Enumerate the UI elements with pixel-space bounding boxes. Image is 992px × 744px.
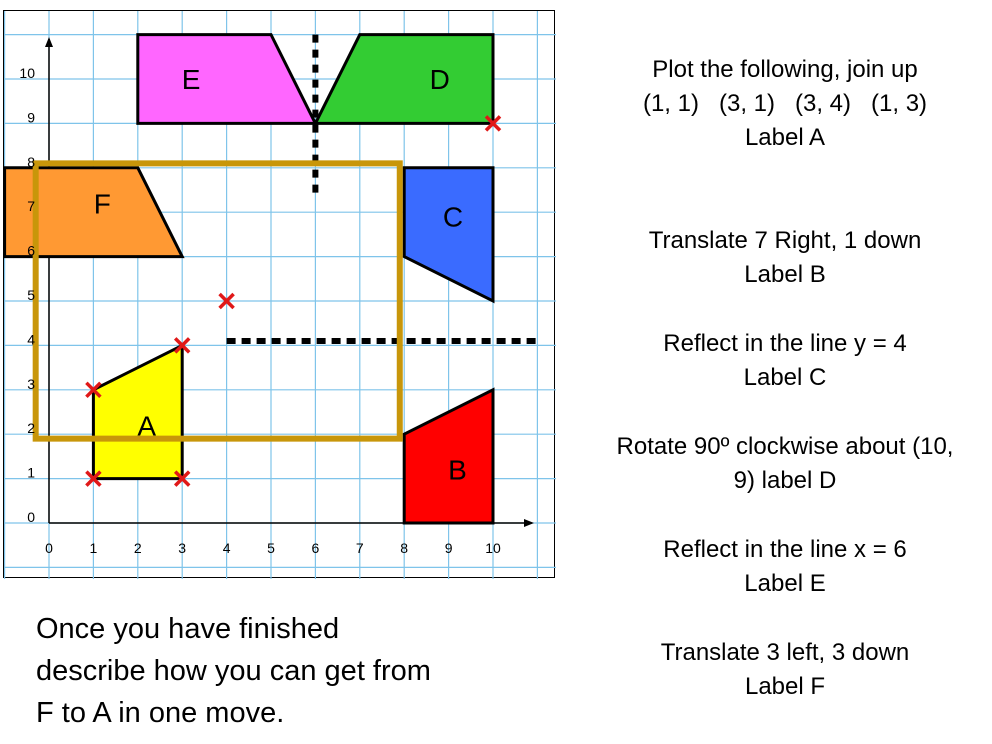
plot-cross-stroke (218, 292, 235, 310)
shape-label-a: A (137, 410, 156, 441)
instruction-a-line-2: (1, 1) (3, 1) (3, 4) (1, 3) (642, 90, 928, 117)
instruction-label-f: Translate 3 left, 3 down Label F (575, 636, 992, 704)
x-tick-label: 4 (223, 540, 231, 556)
shape-label-f: F (94, 188, 111, 219)
instruction-a-line-1: Plot the following, join up (652, 56, 918, 83)
plot-cross (218, 292, 235, 310)
instruction-label-a: Plot the following, join up (1, 1) (3, 1… (575, 53, 992, 155)
y-tick-label: 2 (27, 420, 35, 436)
y-tick-label: 3 (27, 376, 35, 392)
shape-label-e: E (182, 64, 201, 95)
y-tick-label: 4 (27, 331, 35, 347)
instruction-d-line-1: Rotate 90º clockwise about (10, (616, 433, 954, 460)
x-tick-label: 1 (90, 540, 98, 556)
tick-labels: 0 1 2 3 4 5 6 7 8 9 10 0 1 2 3 4 5 6 7 8 9 10 (19, 65, 501, 556)
plot-crosses (85, 115, 502, 487)
highlight-frame (32, 160, 403, 442)
x-tick-label: 9 (445, 540, 453, 556)
shape-f (4, 166, 185, 259)
plot-cross (85, 470, 102, 487)
x-tick-label: 10 (485, 540, 501, 556)
y-tick-label: 7 (27, 198, 35, 214)
instruction-c-line-1: Reflect in the line y = 4 (663, 330, 907, 357)
instruction-label-d: Rotate 90º clockwise about (10, 9) label… (575, 430, 992, 498)
y-tick-label: 0 (27, 509, 35, 525)
shape-label-c: C (443, 202, 463, 233)
plot-cross-stroke (484, 115, 502, 132)
x-tick-label: 5 (267, 540, 275, 556)
instruction-label-c: Reflect in the line y = 4 Label C (575, 327, 992, 395)
instruction-a-line-3: Label A (744, 124, 826, 151)
instruction-label-e: Reflect in the line x = 6 Label E (575, 533, 992, 601)
shape-d (312, 33, 495, 125)
x-tick-label: 8 (400, 540, 408, 556)
plot-cross (484, 115, 502, 132)
shape-b (402, 387, 495, 525)
plot-cross-stroke (173, 337, 191, 354)
x-tick-label: 2 (134, 540, 142, 556)
shape-c (402, 166, 495, 304)
bottom-question-line-3: F to A in one move. (36, 697, 285, 729)
instruction-b-line-1: Translate 7 Right, 1 down (648, 227, 922, 254)
instruction-c-line-2: Label C (743, 364, 827, 391)
instruction-label-b: Translate 7 Right, 1 down Label B (575, 224, 992, 292)
y-tick-label: 5 (27, 287, 35, 303)
y-tick-label: 1 (27, 465, 35, 481)
bottom-question: Once you have finished describe how you … (36, 608, 556, 734)
plot-cross (173, 470, 191, 487)
y-tick-label: 9 (27, 109, 35, 125)
instruction-e-line-2: Label E (744, 570, 826, 597)
x-tick-label: 0 (45, 540, 53, 556)
plot-cross-stroke (85, 470, 102, 487)
mirror-lines (226, 34, 538, 344)
y-axis-arrow (45, 37, 53, 47)
bottom-question-line-2: describe how you can get from (36, 655, 431, 687)
coordinate-grid: A B C D E F 0 1 2 3 4 5 6 7 8 9 10 0 1 2 3 4 5 6 7 8 9 10 (4, 11, 556, 579)
instruction-e-line-1: Reflect in the line x = 6 (663, 536, 907, 563)
shape-label-b: B (448, 455, 467, 486)
bottom-question-line-1: Once you have finished (36, 613, 340, 645)
y-tick-label: 8 (27, 154, 35, 170)
instruction-b-line-2: Label B (744, 261, 826, 288)
x-tick-label: 3 (178, 540, 186, 556)
plot-cross-stroke (173, 470, 191, 487)
plot-cross (173, 337, 191, 354)
y-tick-label: 6 (27, 243, 35, 259)
coordinate-grid-panel: A B C D E F 0 1 2 3 4 5 6 7 8 9 10 0 1 2 3 4 5 6 7 8 9 10 (3, 10, 556, 579)
shape-label-d: D (430, 64, 450, 95)
instruction-f-line-2: Label F (744, 673, 826, 700)
x-axis-arrow (524, 519, 534, 527)
x-tick-label: 6 (312, 540, 320, 556)
plot-cross-stroke (85, 381, 102, 399)
shapes: A B C D E F (4, 33, 495, 525)
x-tick-label: 7 (356, 540, 364, 556)
instruction-d-line-2: 9) label D (733, 467, 837, 494)
plot-cross (85, 381, 102, 399)
instruction-f-line-1: Translate 3 left, 3 down (660, 639, 910, 666)
highlight-frame-rect (32, 160, 403, 442)
shape-e (136, 33, 318, 125)
y-tick-label: 10 (19, 65, 35, 81)
